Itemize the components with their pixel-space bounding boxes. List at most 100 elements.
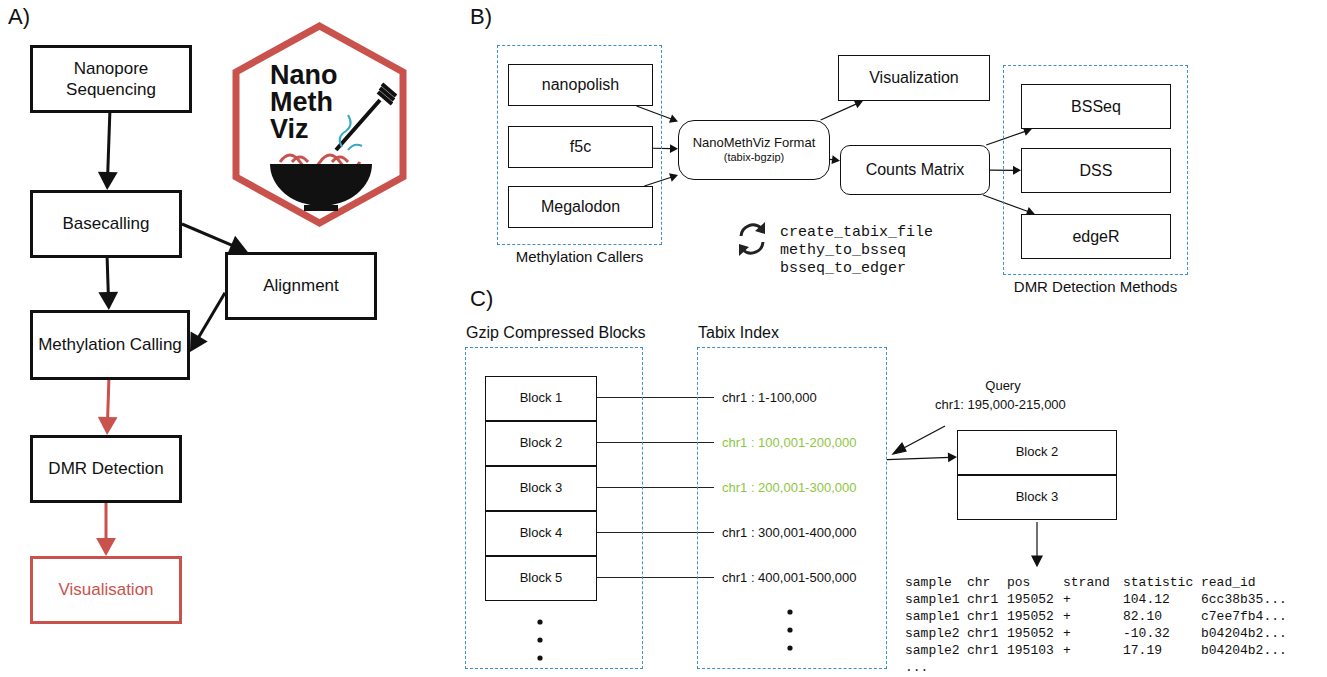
box-label: DMR Detection bbox=[48, 458, 163, 479]
connector bbox=[821, 100, 863, 120]
table-cell: sample1 bbox=[905, 592, 960, 607]
panel-letter: B) bbox=[470, 4, 492, 30]
query-text: Query bbox=[985, 378, 1020, 393]
fork bbox=[336, 84, 396, 150]
format-box: NanoMethViz Format(tabix-bgzip) bbox=[678, 120, 830, 180]
connector-line bbox=[644, 177, 671, 186]
data-block: Block 4 bbox=[485, 511, 597, 556]
table-cell: 195052 bbox=[1007, 609, 1054, 624]
function-name: bsseq_to_edger bbox=[780, 260, 906, 277]
index-range: chr1 : 200,001-300,000 bbox=[722, 480, 856, 495]
box-label: Alignment bbox=[263, 275, 339, 296]
arrow-head bbox=[1013, 166, 1021, 175]
table-cell: sample bbox=[905, 575, 952, 590]
process-box: DMR Detection bbox=[30, 435, 182, 503]
method-box: Visualization bbox=[838, 55, 990, 101]
connector-line bbox=[182, 224, 235, 246]
arrow-head bbox=[98, 292, 118, 310]
group-heading: Methylation Callers bbox=[498, 248, 661, 265]
process-box: Basecalling bbox=[30, 190, 182, 258]
table-cell: chr1 bbox=[967, 609, 998, 624]
arrow-head bbox=[669, 173, 678, 181]
method-box: f5c bbox=[508, 126, 653, 168]
arrow-head bbox=[96, 538, 116, 556]
dot bbox=[537, 655, 542, 660]
box-label: f5c bbox=[570, 137, 591, 157]
box-label: BSSeq bbox=[1071, 97, 1121, 117]
method-box: edgeR bbox=[1021, 214, 1171, 259]
box-label: Megalodon bbox=[541, 197, 620, 217]
table-cell: pos bbox=[1007, 575, 1030, 590]
table-cell: + bbox=[1063, 592, 1071, 607]
box-label: Visualisation bbox=[58, 579, 153, 600]
arrow-head bbox=[948, 452, 957, 462]
index-range: chr1 : 100,001-200,000 bbox=[722, 435, 856, 450]
table-cell: 6cc38b35... bbox=[1201, 592, 1287, 607]
box-label: Block 1 bbox=[520, 390, 563, 406]
bowl bbox=[270, 164, 372, 206]
query-text: chr1: 195,000-215,000 bbox=[935, 397, 1066, 412]
box-label: Visualization bbox=[869, 68, 959, 88]
table-cell: 17.19 bbox=[1123, 643, 1162, 658]
table-cell: + bbox=[1063, 609, 1071, 624]
group-box: Gzip Compressed BlocksBlock 1Block 2Bloc… bbox=[465, 347, 643, 669]
connector bbox=[98, 258, 118, 310]
table-cell: b04204b2... bbox=[1201, 643, 1287, 658]
group-heading: DMR Detection Methods bbox=[1004, 278, 1187, 295]
index-range: chr1 : 300,001-400,000 bbox=[722, 525, 856, 540]
connector bbox=[990, 166, 1021, 175]
table-cell: sample2 bbox=[905, 626, 960, 641]
ellipsis-dots bbox=[537, 609, 792, 660]
table-cell: c7ee7fb4... bbox=[1201, 609, 1287, 624]
refresh-icon bbox=[739, 222, 765, 256]
function-name: create_tabix_file bbox=[780, 224, 933, 241]
box-label: Basecalling bbox=[63, 213, 150, 234]
table-cell: chr1 bbox=[967, 626, 998, 641]
arrow-head bbox=[98, 417, 118, 435]
table-cell: chr1 bbox=[967, 592, 998, 607]
dot bbox=[787, 609, 792, 614]
process-box: Methylation Calling bbox=[30, 310, 190, 380]
arrow-head bbox=[854, 100, 863, 108]
arrow-head bbox=[893, 443, 906, 454]
dot bbox=[537, 637, 542, 642]
connector bbox=[986, 127, 1032, 145]
box-label: DSS bbox=[1080, 161, 1113, 181]
table-cell: chr bbox=[967, 575, 990, 590]
table-cell: chr1 bbox=[967, 643, 998, 658]
method-box: BSSeq bbox=[1021, 84, 1171, 129]
table-cell: -10.32 bbox=[1123, 626, 1170, 641]
index-range: chr1 : 1-100,000 bbox=[722, 390, 817, 405]
arrow-head bbox=[670, 144, 678, 153]
box-label: Block 3 bbox=[520, 480, 563, 496]
table-cell: 195103 bbox=[1007, 643, 1054, 658]
box-label: Nanopore Sequencing bbox=[33, 58, 189, 101]
connector bbox=[983, 195, 1035, 215]
connector-line bbox=[197, 293, 225, 340]
panel-letter: C) bbox=[470, 286, 493, 312]
connector bbox=[637, 106, 678, 123]
connector bbox=[653, 144, 678, 153]
box-label: Block 5 bbox=[520, 570, 563, 586]
table-cell: 82.10 bbox=[1123, 609, 1162, 624]
arrow-head bbox=[190, 331, 208, 352]
data-block: Block 5 bbox=[485, 556, 597, 601]
arrow-head bbox=[669, 115, 678, 123]
data-block: Block 3 bbox=[957, 475, 1117, 520]
data-block: Block 1 bbox=[485, 376, 597, 421]
connector bbox=[830, 155, 840, 164]
dot bbox=[537, 619, 542, 624]
connector-line bbox=[637, 106, 672, 119]
dot bbox=[787, 627, 792, 632]
table-cell: ... bbox=[905, 660, 928, 675]
process-box: Visualisation bbox=[30, 556, 182, 624]
connector bbox=[887, 452, 957, 462]
box-label: Methylation Calling bbox=[38, 334, 182, 355]
group-heading: Gzip Compressed Blocks bbox=[466, 324, 646, 342]
box-label: NanoMethViz Format bbox=[693, 135, 816, 151]
table-cell: sample1 bbox=[905, 609, 960, 624]
result-arrow bbox=[1032, 522, 1042, 566]
connector-line bbox=[887, 457, 950, 459]
data-block: Block 3 bbox=[485, 466, 597, 511]
method-box: nanopolish bbox=[508, 64, 653, 106]
